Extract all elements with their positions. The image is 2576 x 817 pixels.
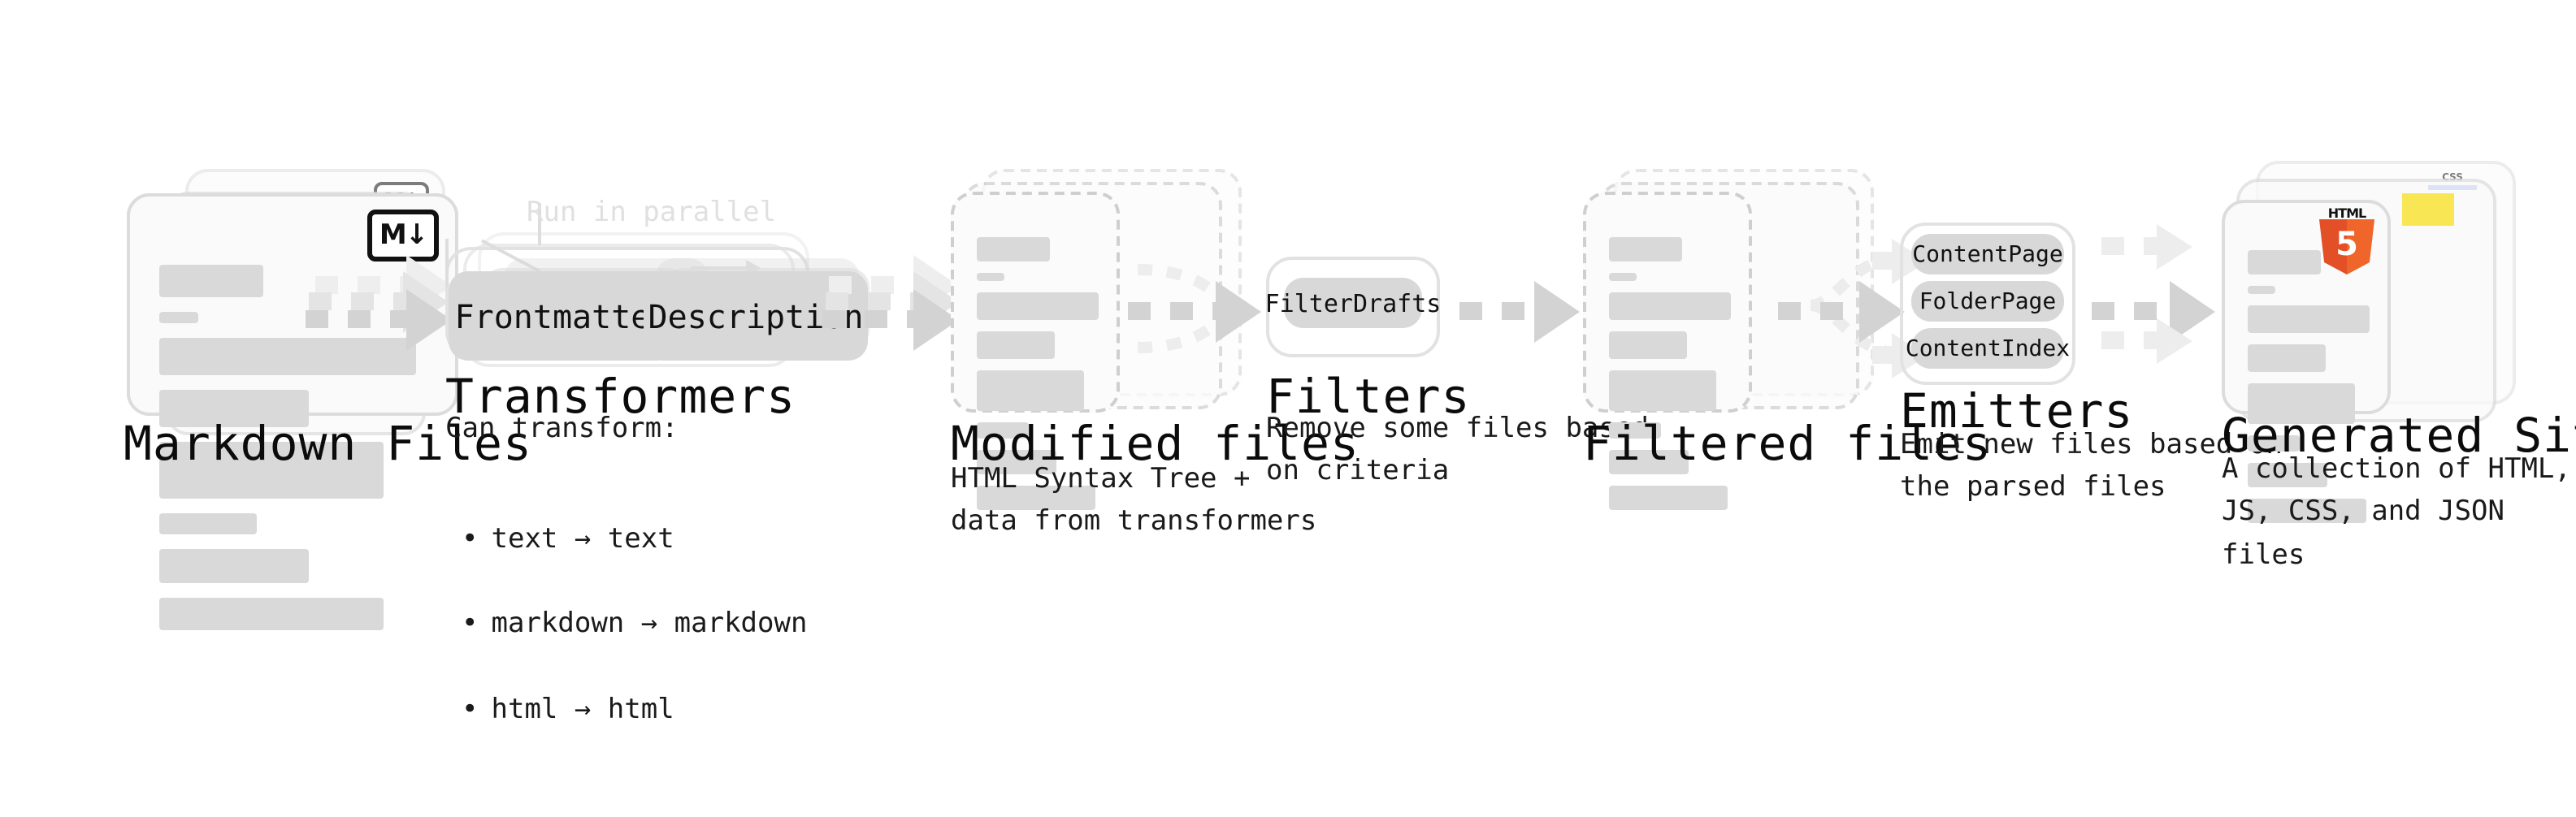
pipeline-diagram: M↓ M↓ M↓ Markdown Files bbox=[0, 0, 2576, 681]
content-bar bbox=[159, 312, 198, 323]
flow-arrow-transformers-to-modified bbox=[822, 288, 969, 350]
content-bar bbox=[977, 422, 1029, 439]
content-bar bbox=[2248, 383, 2355, 424]
content-bar bbox=[1609, 422, 1661, 439]
content-bar bbox=[159, 513, 257, 534]
file-content-lines bbox=[1609, 237, 1731, 510]
emitter-chip-contentindex[interactable]: ContentIndex bbox=[1906, 328, 2070, 369]
content-bar bbox=[2248, 250, 2321, 274]
flow-arrow-filtered-to-emitters bbox=[1778, 280, 1915, 342]
emitter-chip-contentpage[interactable]: ContentPage bbox=[1911, 234, 2064, 274]
stage-heading-modified-files: Modified files bbox=[951, 416, 1360, 471]
filtered-file-front-card bbox=[1583, 192, 1752, 510]
content-bar bbox=[977, 273, 1004, 281]
content-bar bbox=[159, 598, 384, 630]
stage-heading-filtered-files: Filtered files bbox=[1583, 416, 1992, 471]
content-bar bbox=[159, 549, 309, 583]
content-bar bbox=[977, 292, 1099, 320]
content-bar bbox=[1609, 237, 1682, 262]
content-bar bbox=[1609, 292, 1731, 320]
js-badge-icon bbox=[2402, 193, 2454, 226]
emitters-group bbox=[1900, 223, 2075, 385]
content-bar bbox=[1609, 486, 1728, 510]
content-bar bbox=[977, 331, 1055, 359]
file-content-lines bbox=[159, 265, 426, 645]
transformers-bullet: markdown → markdown bbox=[462, 603, 808, 646]
transformer-chip-frontmatter[interactable]: Frontmatter bbox=[449, 271, 676, 361]
content-bar bbox=[2248, 499, 2366, 523]
content-bar bbox=[2248, 463, 2327, 487]
content-bar bbox=[977, 370, 1084, 411]
content-bar bbox=[977, 450, 1056, 474]
stage-heading-markdown-files: Markdown Files bbox=[124, 416, 532, 471]
content-bar bbox=[159, 265, 263, 297]
transformers-bullet: text → text bbox=[462, 517, 807, 560]
content-bar bbox=[2248, 344, 2326, 372]
flow-arrow-branch-top bbox=[1872, 238, 1944, 283]
file-content-lines bbox=[977, 237, 1099, 510]
flow-arrow-emit-top bbox=[2101, 223, 2212, 269]
content-bar bbox=[2248, 435, 2300, 452]
content-bar bbox=[977, 237, 1050, 262]
content-bar bbox=[1609, 273, 1637, 281]
transformers-bullet: html → html bbox=[462, 689, 807, 732]
content-bar bbox=[1609, 370, 1716, 411]
content-bar bbox=[159, 442, 384, 499]
modified-files-description: HTML Syntax Tree + data from transformer… bbox=[951, 463, 1317, 538]
transformers-bullet-list: text → text markdown → markdown html → h… bbox=[462, 432, 808, 817]
transformers-description: Can transform: bbox=[445, 413, 679, 445]
filter-chip-filterdrafts[interactable]: FilterDrafts bbox=[1265, 278, 1441, 328]
content-bar bbox=[159, 390, 309, 427]
stage-heading-filters: Filters bbox=[1266, 369, 1471, 424]
filters-group bbox=[1266, 257, 1440, 357]
content-bar bbox=[977, 486, 1095, 510]
markdown-badge-icon: M↓ bbox=[367, 210, 439, 262]
emitters-description: Emit new files based on the parsed files bbox=[1900, 429, 2283, 504]
content-bar bbox=[2248, 305, 2370, 333]
flow-arrow-emit-bottom bbox=[2101, 318, 2212, 363]
site-file-front-card: HTML 5 bbox=[2222, 200, 2391, 523]
stage-heading-generated-site: Generated Site bbox=[2222, 408, 2576, 463]
content-bar bbox=[1609, 450, 1689, 474]
stage-heading-emitters: Emitters bbox=[1900, 383, 2134, 439]
run-in-parallel-label: Run in parallel bbox=[527, 197, 777, 229]
content-bar bbox=[1609, 331, 1687, 359]
stage-heading-transformers: Transformers bbox=[445, 369, 796, 424]
modified-file-front-card bbox=[951, 192, 1120, 510]
transformer-inner-arrow-ghost bbox=[691, 260, 761, 276]
emitter-chip-folderpage[interactable]: FolderPage bbox=[1911, 281, 2064, 322]
flow-arrow-filters-to-filtered bbox=[1459, 280, 1589, 342]
html5-badge-icon: HTML 5 bbox=[2319, 207, 2374, 274]
content-bar bbox=[2248, 286, 2275, 294]
file-content-lines bbox=[2248, 250, 2370, 523]
generated-site-description: A collection of HTML, JS, CSS, and JSON … bbox=[2222, 453, 2571, 572]
flow-arrow-modified-to-filters bbox=[1128, 280, 1271, 342]
flow-arrow-markdown-to-transformers bbox=[306, 288, 462, 350]
content-bar bbox=[159, 338, 416, 375]
